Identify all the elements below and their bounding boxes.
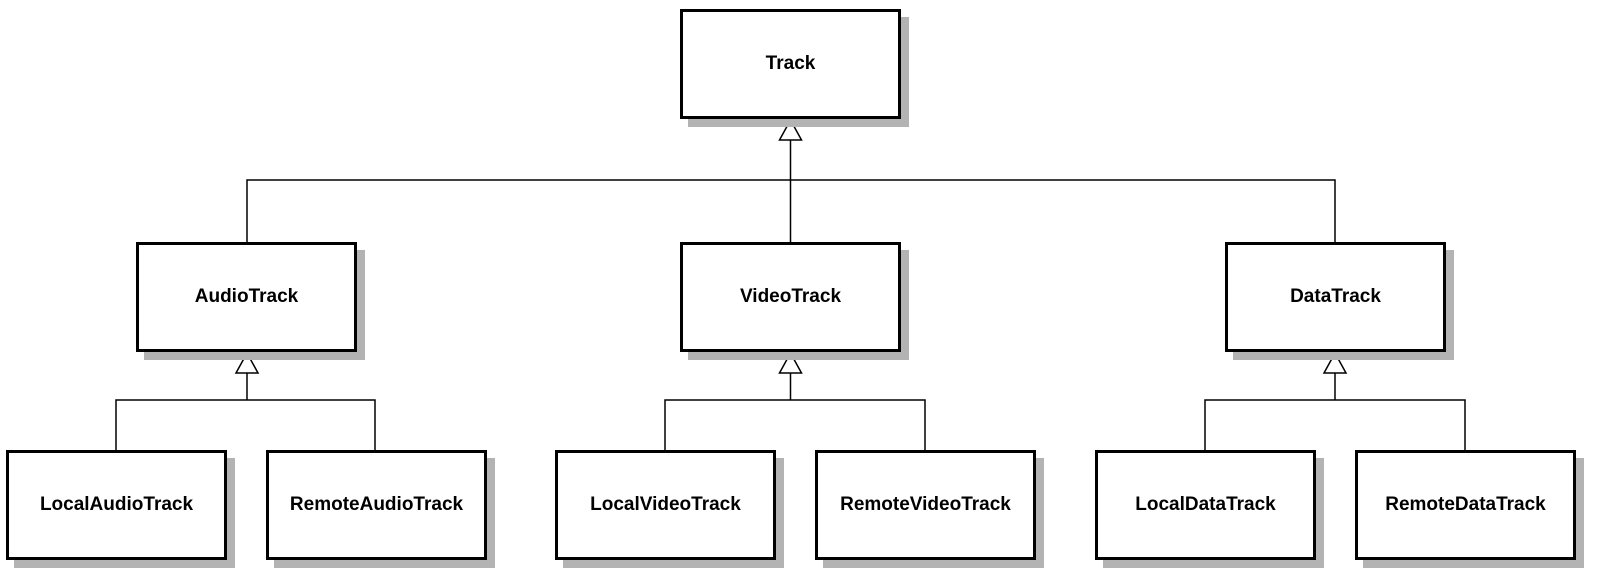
class-box-datatrack: DataTrack xyxy=(1225,242,1446,352)
connector-audiotrack-children xyxy=(115,373,376,450)
class-box-track: Track xyxy=(680,9,901,119)
class-label: Track xyxy=(765,53,816,74)
connector-datatrack-children xyxy=(1204,373,1466,450)
class-box-localaudiotrack: LocalAudioTrack xyxy=(6,450,227,560)
connector-videotrack-children xyxy=(664,373,926,450)
inheritance-arrow-audiotrack xyxy=(234,351,260,374)
connector-track-children xyxy=(246,140,1336,242)
class-label: VideoTrack xyxy=(739,286,842,307)
class-label: LocalAudioTrack xyxy=(39,494,194,515)
class-box-remotedatatrack: RemoteDataTrack xyxy=(1355,450,1576,560)
class-label: RemoteAudioTrack xyxy=(289,494,464,515)
inheritance-arrow-track xyxy=(778,118,803,141)
class-box-localvideotrack: LocalVideoTrack xyxy=(555,450,776,560)
class-label: RemoteVideoTrack xyxy=(840,494,1011,515)
class-label: RemoteDataTrack xyxy=(1385,494,1546,515)
class-label: AudioTrack xyxy=(194,286,299,307)
class-box-remoteaudiotrack: RemoteAudioTrack xyxy=(266,450,487,560)
class-box-remotevideotrack: RemoteVideoTrack xyxy=(815,450,1036,560)
class-label: LocalDataTrack xyxy=(1135,494,1276,515)
inheritance-arrow-videotrack xyxy=(778,351,803,374)
inheritance-arrow-datatrack xyxy=(1322,351,1348,374)
class-box-localdatatrack: LocalDataTrack xyxy=(1095,450,1316,560)
class-box-audiotrack: AudioTrack xyxy=(136,242,357,352)
class-box-videotrack: VideoTrack xyxy=(680,242,901,352)
class-label: DataTrack xyxy=(1290,286,1381,307)
class-label: LocalVideoTrack xyxy=(590,494,741,515)
